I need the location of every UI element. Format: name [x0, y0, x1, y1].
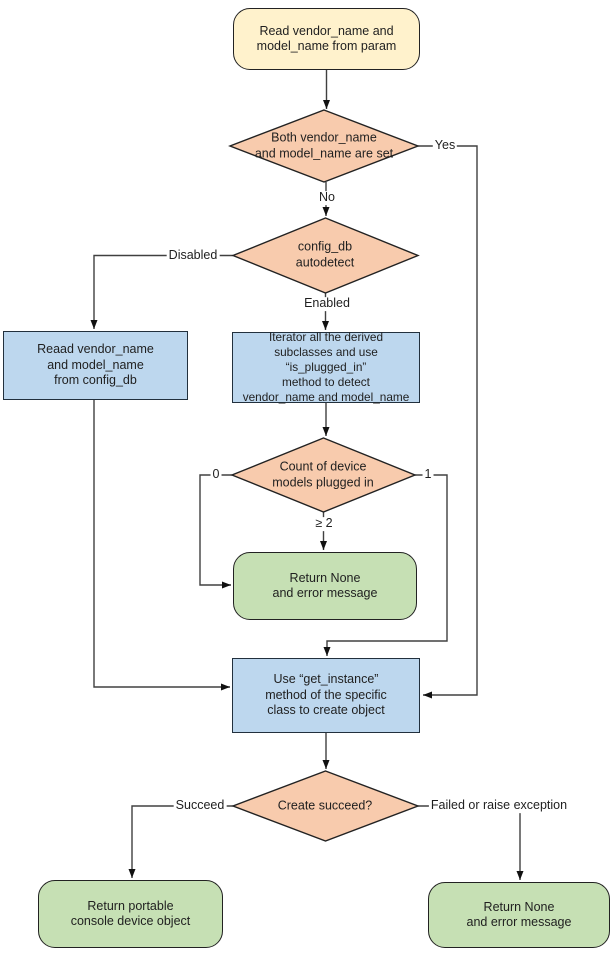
- edge-disabled-to-readconfig: [90, 254, 233, 329]
- edge-succeed-to-portable: [128, 805, 233, 878]
- process-read-config-db: Reaad vendor_name and model_name from co…: [3, 331, 188, 400]
- edge-label-no: No: [317, 190, 337, 205]
- edge-label-enabled: Enabled: [302, 296, 352, 311]
- process-iterate-subclasses-label: Iterator all the derived subclasses and …: [242, 330, 410, 404]
- process-read-config-db-label: Reaad vendor_name and model_name from co…: [37, 342, 154, 388]
- edge-label-succeed: Succeed: [173, 798, 227, 813]
- edge-label-failed: Failed or raise exception: [428, 798, 570, 813]
- process-get-instance: Use “get_instance” method of the specifi…: [232, 658, 420, 733]
- return-portable-node: Return portable console device object: [38, 880, 223, 948]
- process-iterate-subclasses: Iterator all the derived subclasses and …: [232, 330, 420, 404]
- decision-both-set-shape: [228, 109, 420, 183]
- edge-zero-to-returnnone: [199, 474, 232, 589]
- edge-label-one: 1: [422, 467, 434, 482]
- edge-failed-to-returnnone: [418, 805, 524, 880]
- return-portable-label: Return portable console device object: [70, 898, 191, 929]
- start-node-label: Read vendor_name and model_name from par…: [256, 23, 397, 54]
- return-none-bottom-node: Return None and error message: [428, 882, 610, 948]
- edge-readconfig-to-getinstance: [93, 400, 230, 691]
- start-node: Read vendor_name and model_name from par…: [233, 8, 420, 70]
- decision-count-shape: [230, 437, 417, 513]
- return-none-mid-label: Return None and error message: [272, 570, 378, 601]
- edge-label-gte2: ≥ 2: [313, 516, 335, 531]
- edge-label-zero: 0: [210, 467, 222, 482]
- edge-one-to-getinstance: [323, 474, 448, 656]
- edge-label-yes: Yes: [432, 138, 458, 153]
- return-none-mid-node: Return None and error message: [233, 552, 417, 620]
- process-get-instance-label: Use “get_instance” method of the specifi…: [265, 672, 387, 718]
- decision-create-shape: [231, 770, 420, 842]
- decision-autodetect-shape: [231, 217, 420, 294]
- edge-label-disabled: Disabled: [166, 248, 220, 263]
- return-none-bottom-label: Return None and error message: [466, 899, 572, 930]
